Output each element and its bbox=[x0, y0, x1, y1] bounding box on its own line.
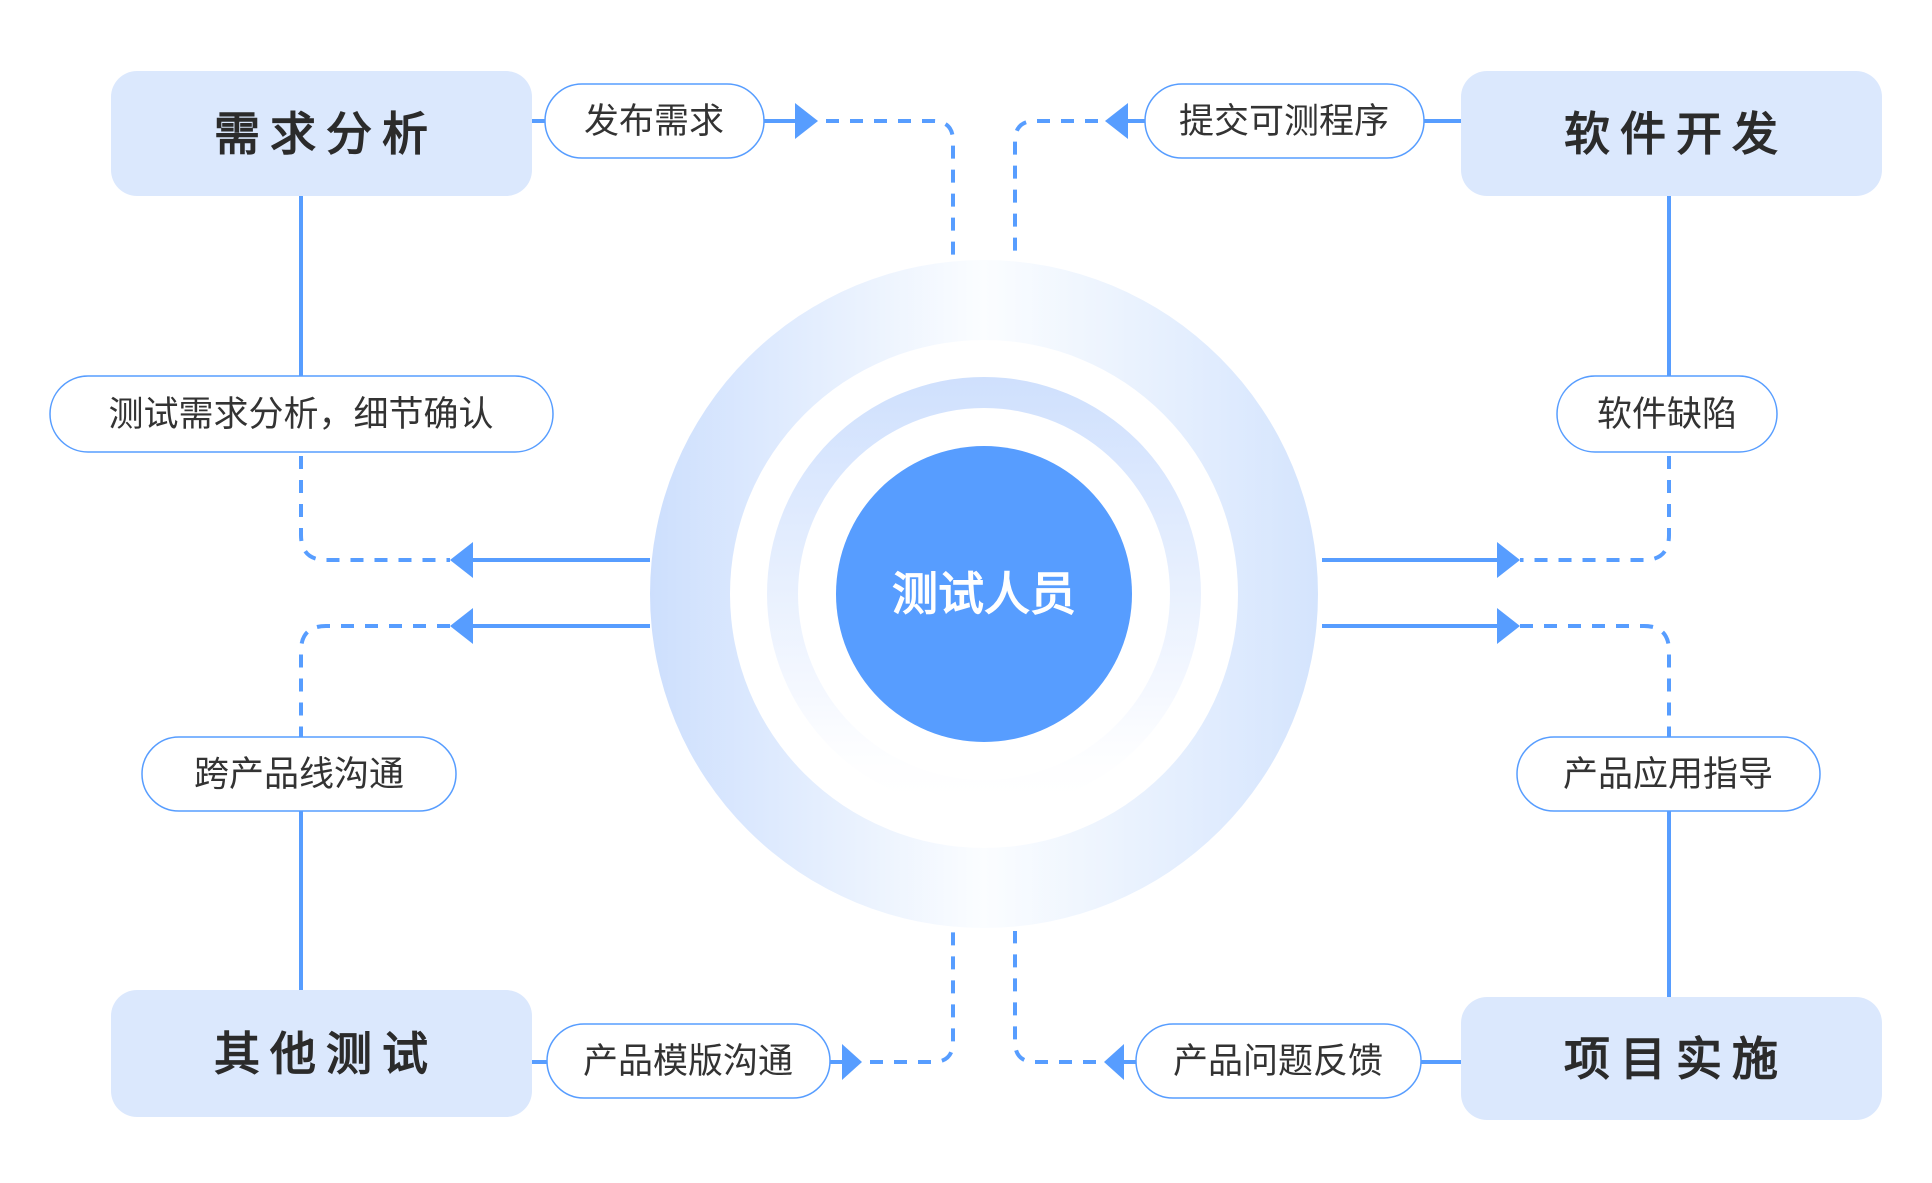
dashed-connector bbox=[870, 931, 955, 1064]
arrow-left-icon bbox=[450, 542, 473, 578]
edge-software-defects[interactable] bbox=[1556, 375, 1778, 453]
arrow-right-icon bbox=[1497, 608, 1520, 644]
arrow-right-icon bbox=[1497, 542, 1520, 578]
node-other-testing-label: 其他测试 bbox=[214, 1027, 438, 1081]
edge-software-defects-label: 软件缺陷 bbox=[1597, 395, 1737, 435]
node-other-testing[interactable] bbox=[111, 990, 532, 1117]
edge-submit-testable-program-label: 提交可测程序 bbox=[1179, 102, 1389, 142]
edge-requirement-analysis-confirm[interactable] bbox=[49, 375, 554, 453]
arrow-left-icon bbox=[450, 608, 473, 644]
node-software-development-label: 软件开发 bbox=[1564, 107, 1788, 161]
node-project-implementation[interactable] bbox=[1461, 997, 1882, 1120]
edge-publish-requirements-label: 发布需求 bbox=[584, 102, 724, 142]
node-requirement-analysis[interactable] bbox=[111, 71, 532, 196]
edge-product-template-communication-label: 产品模版沟通 bbox=[583, 1042, 793, 1082]
edge-product-issue-feedback-label: 产品问题反馈 bbox=[1173, 1042, 1383, 1082]
dashed-connector bbox=[299, 456, 450, 562]
center-circle[interactable] bbox=[836, 446, 1132, 742]
center-label: 测试人员 bbox=[892, 567, 1076, 621]
arrow-left-icon bbox=[1104, 1044, 1124, 1080]
arrow-right-icon bbox=[795, 103, 818, 139]
node-project-implementation-label: 项目实施 bbox=[1564, 1032, 1788, 1086]
center-rings: 测试人员 bbox=[650, 260, 1318, 928]
arrow-left-icon bbox=[1105, 103, 1128, 139]
arrow-right-icon bbox=[842, 1044, 862, 1080]
dashed-connector bbox=[826, 119, 955, 258]
dashed-connector bbox=[1520, 456, 1671, 562]
node-requirement-analysis-label: 需求分析 bbox=[214, 107, 438, 161]
edge-product-application-guidance-label: 产品应用指导 bbox=[1563, 755, 1773, 795]
dashed-connector bbox=[1013, 931, 1096, 1064]
dashed-connector bbox=[1520, 624, 1671, 737]
edge-cross-product-communication-label: 跨产品线沟通 bbox=[194, 755, 404, 795]
dashed-connector bbox=[299, 624, 450, 737]
dashed-connector bbox=[1013, 119, 1098, 258]
node-software-development[interactable] bbox=[1461, 71, 1882, 196]
edge-requirement-analysis-confirm-label: 测试需求分析，细节确认 bbox=[108, 395, 493, 435]
